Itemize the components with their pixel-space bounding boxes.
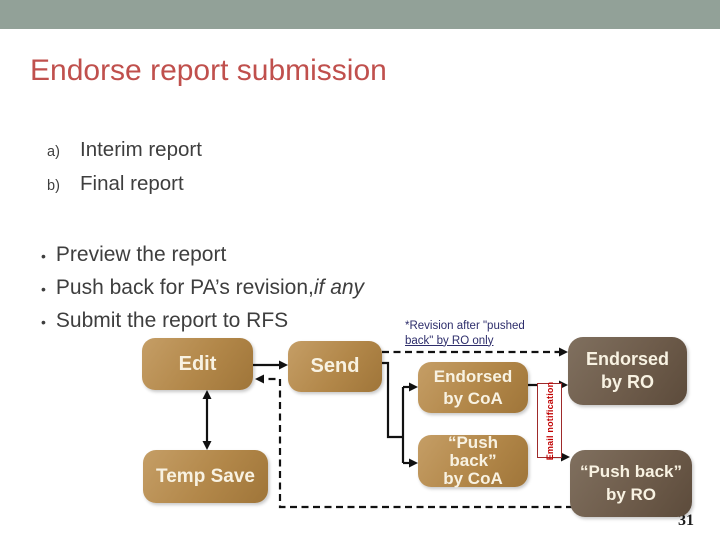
bullet-item: • Preview the report [41, 243, 226, 267]
lettered-item-marker: b) [47, 178, 60, 194]
bullet-icon: • [41, 281, 46, 297]
bullet-text: Preview the report [55, 243, 227, 266]
bullet-item: • Push back for PA’s revision, if any [41, 276, 364, 300]
revision-note-line2: back" by RO only [405, 334, 494, 347]
flow-box-edit: Edit [142, 338, 253, 390]
bullet-text-italic: if any [313, 276, 365, 299]
bullet-item: • Submit the report to RFS [41, 309, 288, 333]
lettered-item-b: b) Final report [47, 172, 184, 196]
top-bar [0, 0, 720, 29]
flow-box-send: Send [288, 341, 382, 392]
bullet-text: Push back for PA’s revision, [55, 276, 314, 299]
bullet-icon: • [41, 314, 46, 330]
flow-box-endorsed-by-ro: Endorsed by RO [568, 337, 687, 405]
lettered-item-marker: a) [47, 144, 60, 160]
flow-box-temp-save: Temp Save [143, 450, 268, 503]
email-notification-box: Email notification [537, 381, 562, 460]
lettered-item-a: a) Interim report [47, 138, 202, 162]
lettered-item-text: Final report [80, 172, 184, 195]
bullet-icon: • [41, 248, 46, 264]
lettered-item-text: Interim report [80, 138, 202, 161]
page-number: 31 [678, 512, 694, 529]
revision-note-line1: *Revision after "pushed [405, 320, 525, 332]
flow-box-push-back-by-ro: “Push back” by RO [570, 450, 692, 517]
flow-box-endorsed-by-coa: Endorsed by CoA [418, 362, 528, 413]
bullet-text: Submit the report to RFS [55, 309, 289, 332]
revision-note: *Revision after "pushed back" by RO only [405, 319, 525, 348]
email-notification-label: Email notification [544, 381, 555, 460]
flow-box-push-back-by-coa: “Push back” by CoA [418, 434, 528, 487]
slide-title: Endorse report submission [30, 54, 387, 87]
